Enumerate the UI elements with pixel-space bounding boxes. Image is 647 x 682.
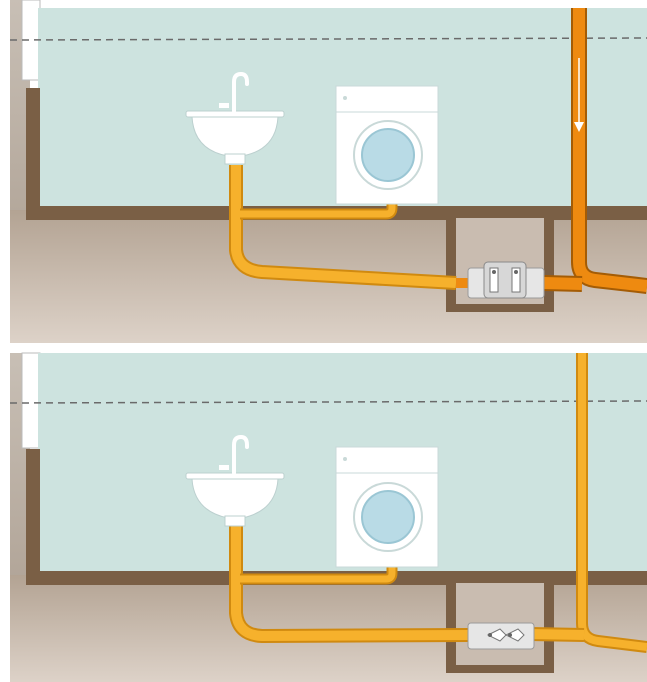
faucet-icon — [219, 434, 249, 475]
main-sewer-pipe — [573, 8, 647, 292]
drain-pipe — [231, 523, 471, 641]
left-wall — [26, 449, 40, 583]
washing-machine-icon — [335, 85, 439, 205]
faucet-icon — [219, 71, 249, 113]
diagram-panel-normal — [0, 343, 647, 682]
sink-icon — [185, 472, 285, 527]
diagram-panel-backflow — [9, 0, 647, 343]
flow-arrow-icon — [574, 58, 584, 132]
washing-machine-icon — [335, 446, 439, 568]
backflow-level-line — [9, 400, 647, 404]
sink-icon — [185, 110, 285, 165]
window-frame — [21, 352, 41, 449]
washer-drain-pipe — [240, 565, 396, 583]
drain-pipe — [231, 165, 457, 288]
main-sewer-pipe — [578, 353, 647, 651]
valve-outlet-pipe — [529, 629, 585, 640]
backflow-valve-icon — [467, 622, 535, 650]
basement-diagram-normal — [9, 352, 647, 682]
valve-outlet-pipe — [543, 277, 583, 290]
washer-drain-pipe — [240, 200, 396, 218]
left-wall — [26, 88, 40, 218]
backflow-level-line — [9, 37, 647, 41]
basement-diagram-backflow — [9, 0, 647, 343]
backflow-valve-icon — [467, 261, 545, 299]
